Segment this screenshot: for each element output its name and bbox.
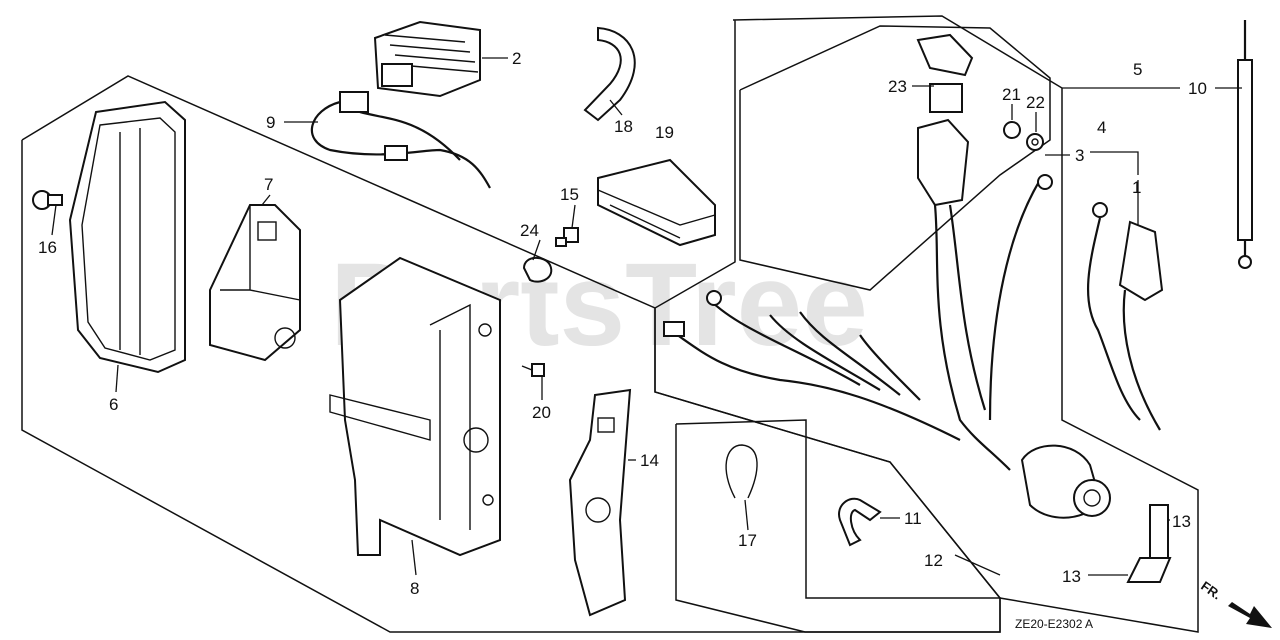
callout-18: 18 xyxy=(614,117,633,136)
part-9-wire[interactable] xyxy=(310,91,491,189)
part-2-regulator[interactable] xyxy=(373,20,481,98)
callout-23: 23 xyxy=(888,77,907,96)
part-16-bolt[interactable] xyxy=(32,190,63,210)
callout-3: 3 xyxy=(1075,146,1084,165)
part-24-clamp[interactable] xyxy=(522,256,553,283)
callout-21: 21 xyxy=(1002,85,1021,104)
callouts: 2 9 7 16 6 8 18 19 15 24 20 14 17 11 12 … xyxy=(38,49,1207,598)
part-10-cable[interactable] xyxy=(1237,20,1253,269)
callout-6: 6 xyxy=(109,395,118,414)
callout-19: 19 xyxy=(655,123,674,142)
callout-5: 5 xyxy=(1133,60,1142,79)
callout-22: 22 xyxy=(1026,93,1045,112)
part-22-washer[interactable] xyxy=(1026,133,1044,151)
callout-20: 20 xyxy=(532,403,551,422)
part-15-bolt[interactable] xyxy=(555,227,579,247)
callout-13b: 13 xyxy=(1062,567,1081,586)
part-14-plate[interactable] xyxy=(568,388,632,617)
engine-switch[interactable] xyxy=(1020,444,1111,519)
callout-15: 15 xyxy=(560,185,579,204)
harness-assembly-frame xyxy=(654,15,1199,633)
part-7-bracket[interactable] xyxy=(209,204,301,362)
part-1-sensor[interactable] xyxy=(1087,202,1164,431)
inner-harness-frame xyxy=(739,25,1051,291)
part-17-clip[interactable] xyxy=(725,444,758,499)
callout-14: 14 xyxy=(640,451,659,470)
callout-10: 10 xyxy=(1188,79,1207,98)
callout-24: 24 xyxy=(520,221,539,240)
callout-2: 2 xyxy=(512,49,521,68)
part-18-band[interactable] xyxy=(583,26,636,122)
part-23-fuse[interactable] xyxy=(916,33,974,113)
callout-17: 17 xyxy=(738,531,757,550)
front-direction-indicator: FR. xyxy=(1198,578,1272,628)
callout-8: 8 xyxy=(410,579,419,598)
callout-7: 7 xyxy=(264,175,273,194)
callout-1: 1 xyxy=(1132,178,1141,197)
callout-11: 11 xyxy=(904,509,922,528)
fuse-holder[interactable] xyxy=(917,118,970,207)
leader-lines xyxy=(51,57,1242,576)
front-label: FR. xyxy=(1198,578,1224,602)
lower-box-frame xyxy=(675,419,1001,633)
diagram-code: ZE20-E2302 A xyxy=(1015,617,1093,631)
part-11-clip[interactable] xyxy=(838,497,882,547)
callout-16: 16 xyxy=(38,238,57,257)
part-20-screw[interactable] xyxy=(521,363,545,377)
part-8-panel[interactable] xyxy=(329,256,501,557)
callout-12: 12 xyxy=(924,551,943,570)
part-6-cover[interactable] xyxy=(68,100,186,374)
callout-9: 9 xyxy=(266,113,275,132)
part-12-harness[interactable] xyxy=(663,174,1053,471)
callout-13a: 13 xyxy=(1172,512,1191,531)
callout-4: 4 xyxy=(1097,118,1106,137)
part-19-pad[interactable] xyxy=(597,158,716,247)
direction-arrow-icon xyxy=(1228,602,1272,628)
part-21-nut[interactable] xyxy=(1003,121,1021,139)
part-13-terminal[interactable] xyxy=(1126,504,1172,583)
